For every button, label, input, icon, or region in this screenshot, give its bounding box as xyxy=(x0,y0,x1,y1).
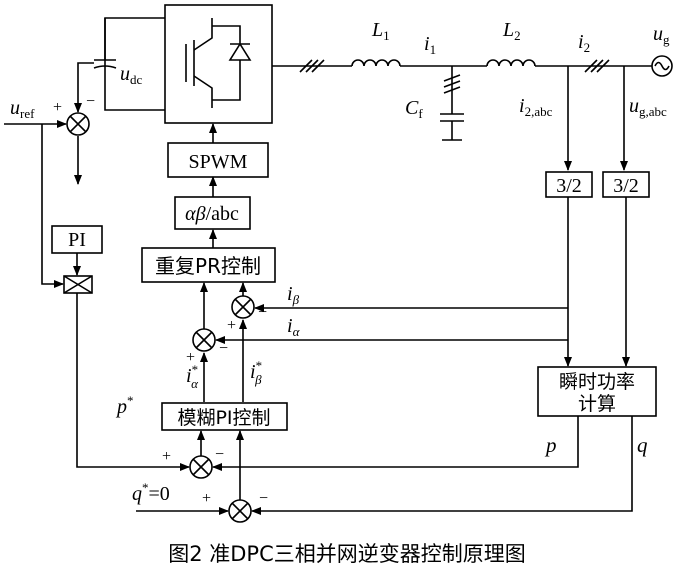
sum-p-x xyxy=(192,458,210,476)
label-ib-star: i*β xyxy=(250,358,262,387)
t32-left-label: 3/2 xyxy=(556,175,582,197)
uref-to-multiplier xyxy=(41,124,64,288)
label-L1: L1 xyxy=(371,19,390,43)
multiplier-block xyxy=(63,275,93,294)
sign-pstar-plus: + xyxy=(162,448,171,465)
power-calc-label-1: 瞬时功率 xyxy=(559,371,635,393)
diode-wires xyxy=(212,25,241,101)
sign-p-minus: − xyxy=(215,446,224,463)
label-i1: i1 xyxy=(424,33,436,57)
t32-right-label: 3/2 xyxy=(613,175,639,197)
label-i2: i2 xyxy=(578,31,590,55)
label-L2: L2 xyxy=(502,19,521,43)
inductor-L2-icon xyxy=(486,59,536,67)
sign-qstar-plus: + xyxy=(202,490,211,507)
sum-udc-x xyxy=(69,115,87,133)
figure-caption: 图2 准DPC三相并网逆变器控制原理图 xyxy=(168,542,526,566)
ab-abc-label: αβ/abc xyxy=(185,203,239,225)
grid-sine-icon xyxy=(654,61,670,71)
q-feedback xyxy=(251,416,633,515)
label-i-alpha: iα xyxy=(287,315,301,339)
label-i-beta: iβ xyxy=(287,283,300,307)
control-diagram: uref + − udc L1 i1 L2 i2 ug Cf i2,abc ug… xyxy=(4,4,673,523)
sum-i-alpha-x xyxy=(195,331,213,349)
power-calc-block xyxy=(537,366,657,417)
sign-ibstar-plus: + xyxy=(227,317,236,334)
transform-32-left xyxy=(545,171,593,198)
dc-cap-plate-bottom xyxy=(93,65,117,69)
sum-q-x xyxy=(231,502,249,520)
p-feedback xyxy=(212,416,579,471)
spwm-label: SPWM xyxy=(189,151,248,173)
inductor-L1-icon xyxy=(351,59,401,67)
sign-iastar-plus: + xyxy=(186,349,195,366)
sign-q-minus: − xyxy=(259,490,268,507)
sum-i-beta-x xyxy=(234,298,252,316)
sign-ibeta-minus: − xyxy=(258,304,267,321)
label-ia-star: i*α xyxy=(186,362,199,391)
sign-udc-minus: − xyxy=(86,93,95,110)
spwm-block xyxy=(167,142,269,178)
sum-udc xyxy=(66,112,90,136)
power-calc-label-2: 计算 xyxy=(578,393,616,415)
label-p-star: p* xyxy=(115,393,134,418)
grid-source-icon xyxy=(651,55,673,77)
diode-icon xyxy=(228,42,252,61)
repeat-pr-block xyxy=(141,247,276,283)
p-star-ref xyxy=(76,293,190,471)
label-q: q xyxy=(637,433,648,457)
label-ug: ug xyxy=(653,23,670,47)
label-i2abc: i2,abc xyxy=(519,95,553,119)
sign-ialpha-minus: − xyxy=(219,340,228,357)
pi-label: PI xyxy=(68,229,86,251)
label-uref: uref xyxy=(10,97,35,121)
three-phase-mark-1 xyxy=(299,59,325,73)
udc-feedback-wire xyxy=(74,62,94,113)
label-udc: udc xyxy=(120,63,143,87)
three-phase-mark-3 xyxy=(443,74,461,94)
three-phase-mark-2 xyxy=(584,59,610,73)
inverter-bridge xyxy=(164,4,273,124)
repeat-pr-label: 重复PR控制 xyxy=(155,254,261,278)
label-Cf: Cf xyxy=(405,97,423,121)
sign-uref-plus: + xyxy=(53,99,62,116)
igbt-collector xyxy=(193,18,213,51)
dc-bus-wire xyxy=(104,17,165,111)
fuzzy-pi-label: 模糊PI控制 xyxy=(177,407,270,429)
label-p: p xyxy=(544,433,557,457)
label-ugabc: ug,abc xyxy=(629,95,667,119)
fuzzy-pi-block xyxy=(161,402,288,431)
igbt-emitter xyxy=(193,75,213,108)
label-q-star: q*=0 xyxy=(132,480,170,505)
multiplier-x xyxy=(63,275,93,294)
